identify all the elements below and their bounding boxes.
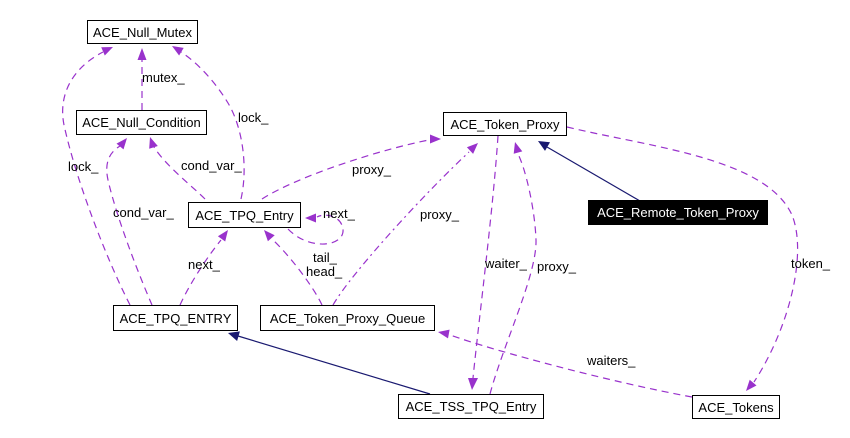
class-node-ace-tokens[interactable]: ACE_Tokens bbox=[692, 395, 780, 419]
edge-next-self bbox=[287, 214, 344, 245]
class-node-ace-remote-token-proxy: ACE_Remote_Token_Proxy bbox=[588, 200, 768, 225]
arrowhead-proxy-entry-icon bbox=[430, 134, 441, 144]
edge-proxy-queue bbox=[332, 151, 470, 306]
edge-waiters bbox=[449, 334, 693, 398]
arrowhead-next-self-icon bbox=[305, 213, 316, 223]
edge-label-condvar-ENTRY: cond_var_ bbox=[113, 205, 174, 220]
edge-tail-head bbox=[271, 238, 323, 306]
arrowhead-waiter-icon bbox=[468, 378, 478, 390]
edge-label-proxy-queue: proxy_ bbox=[420, 207, 460, 222]
arrowhead-inherit-remote-icon bbox=[538, 141, 550, 151]
edge-proxy-tss bbox=[489, 153, 537, 395]
arrowhead-mutex-icon bbox=[137, 48, 147, 60]
edge-label-tail-head-2: head_ bbox=[306, 264, 343, 279]
edge-token bbox=[566, 126, 799, 383]
arrowhead-proxy-queue-icon bbox=[466, 143, 478, 154]
edge-inherit-remote bbox=[546, 146, 641, 202]
arrowhead-lock-entry-icon bbox=[172, 46, 184, 56]
arrowhead-inherit-tss-icon bbox=[228, 331, 240, 341]
arrowhead-proxy-tss-icon bbox=[513, 142, 523, 154]
edge-proxy-entry bbox=[261, 139, 430, 200]
edge-label-waiter: waiter_ bbox=[485, 256, 527, 271]
edge-label-next-ENTRY: next_ bbox=[188, 257, 220, 272]
edge-next-ENTRY bbox=[179, 239, 222, 306]
edge-label-waiters: waiters_ bbox=[587, 353, 636, 368]
edge-condvar-ENTRY bbox=[106, 145, 153, 306]
class-node-ace-null-mutex[interactable]: ACE_Null_Mutex bbox=[87, 20, 198, 44]
class-node-ace-tpq-entry[interactable]: ACE_TPQ_Entry bbox=[188, 202, 301, 228]
edge-label-mutex: mutex_ bbox=[142, 70, 185, 85]
edge-label-lock-entry: lock_ bbox=[238, 110, 269, 125]
edge-inherit-tss bbox=[237, 335, 431, 395]
edge-label-proxy-entry: proxy_ bbox=[352, 162, 392, 177]
class-node-ace-tss-tpq-entry[interactable]: ACE_TSS_TPQ_Entry bbox=[398, 394, 544, 419]
edge-lock-entry bbox=[180, 51, 245, 200]
edge-label-condvar-entry: cond_var_ bbox=[181, 158, 242, 173]
edge-label-proxy-tss: proxy_ bbox=[537, 259, 577, 274]
class-node-ace-null-condition[interactable]: ACE_Null_Condition bbox=[76, 110, 207, 135]
edge-label-tail-head: tail_ bbox=[313, 250, 337, 265]
arrowhead-condvar-entry-icon bbox=[149, 137, 158, 149]
class-node-ace-token-proxy-queue[interactable]: ACE_Token_Proxy_Queue bbox=[260, 305, 435, 331]
class-node-ace-token-proxy[interactable]: ACE_Token_Proxy bbox=[443, 112, 567, 136]
edge-label-lock-ENTRY: lock_ bbox=[68, 159, 99, 174]
class-node-ace-tpq-entry-caps[interactable]: ACE_TPQ_ENTRY bbox=[113, 305, 238, 331]
edge-label-token: token_ bbox=[791, 256, 831, 271]
edge-condvar-entry bbox=[153, 146, 206, 200]
arrowhead-tail-head-icon bbox=[264, 230, 275, 242]
arrowhead-token-icon bbox=[746, 379, 757, 391]
arrowhead-condvar-ENTRY-icon bbox=[116, 138, 127, 150]
edge-waiter bbox=[472, 135, 499, 379]
edge-label-next-self: next_ bbox=[323, 206, 355, 221]
edge-lock-ENTRY bbox=[62, 51, 131, 306]
arrowhead-lock-ENTRY-icon bbox=[101, 47, 113, 56]
arrowhead-waiters-icon bbox=[438, 329, 450, 339]
arrowhead-next-ENTRY-icon bbox=[217, 230, 228, 242]
